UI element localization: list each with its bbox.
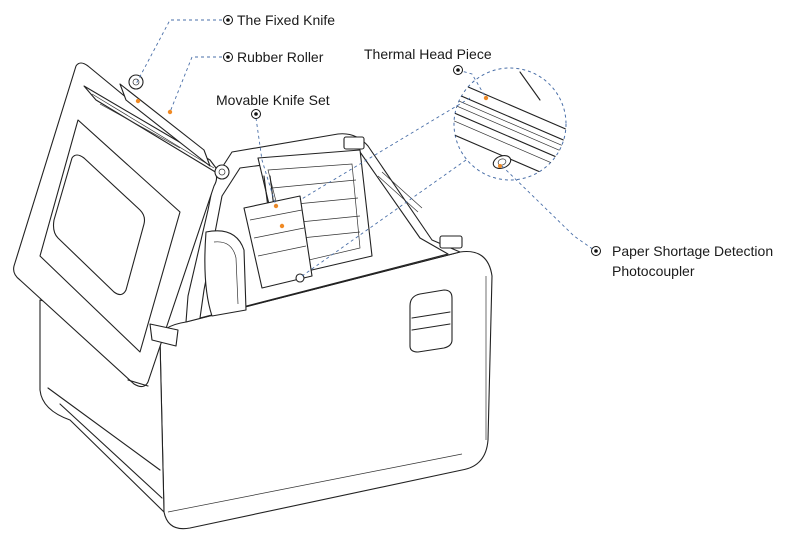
inner-mechanism: [204, 149, 373, 317]
label-fixed-knife: The Fixed Knife: [237, 12, 336, 28]
leader-lines: [135, 19, 595, 277]
thermal-head-marker: [453, 65, 463, 75]
label-movable-knife: Movable Knife Set: [216, 92, 330, 108]
label-thermal-head: Thermal Head Piece: [364, 46, 492, 62]
paper-shortage-marker: [591, 246, 601, 256]
zoom-detail: [453, 67, 567, 181]
label-paper-shortage-line1: Paper Shortage Detection: [612, 243, 774, 259]
rubber-roller-marker: [223, 52, 233, 62]
movable-knife-marker: [251, 109, 261, 119]
printer-lid: [13, 62, 230, 388]
label-rubber-roller: Rubber Roller: [237, 49, 324, 65]
fixed-knife-marker: [223, 15, 233, 25]
label-paper-shortage-line2: Photocoupler: [612, 263, 695, 279]
printer-body: [39, 133, 493, 530]
callout-markers: [223, 15, 601, 256]
